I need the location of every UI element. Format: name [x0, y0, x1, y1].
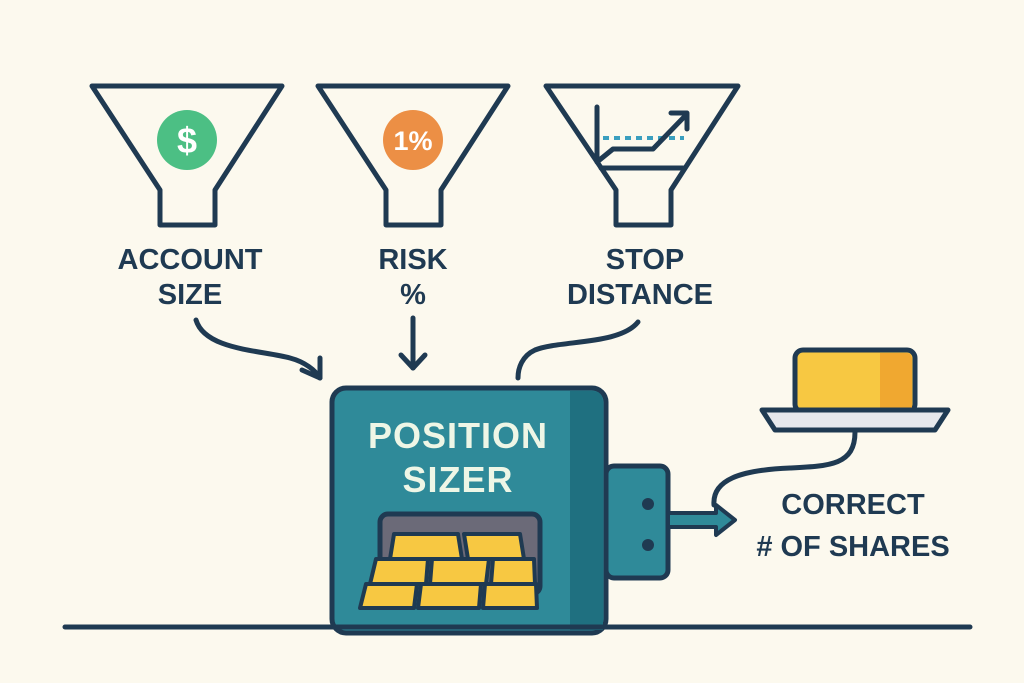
percent-icon-text: 1%	[393, 126, 432, 156]
label-stop: STOP	[606, 244, 684, 276]
output-label-line2: # OF SHARES	[756, 531, 949, 563]
machine-title-line1: POSITION	[368, 415, 548, 456]
machine-title-line2: SIZER	[402, 459, 513, 500]
output-arrow	[666, 429, 858, 537]
chart-arrow-icon	[594, 104, 690, 165]
side-connector	[603, 463, 671, 581]
dollar-icon	[157, 110, 217, 170]
label-size: SIZE	[158, 279, 222, 311]
label-account: ACCOUNT	[118, 244, 263, 276]
funnel-account-size: $	[89, 83, 285, 228]
percent-icon	[383, 110, 443, 170]
label-percent: %	[400, 279, 426, 311]
label-risk: RISK	[378, 244, 447, 276]
bolt-icon	[642, 539, 654, 551]
label-distance: DISTANCE	[567, 279, 713, 311]
funnel-risk-percent: 1%	[315, 83, 511, 228]
bolt-icon	[642, 498, 654, 510]
output-label-line1: CORRECT	[781, 489, 925, 521]
gold-bars-icon	[358, 532, 539, 610]
tray-icon	[759, 407, 951, 433]
tray-with-shares	[759, 347, 951, 433]
dollar-icon-text: $	[177, 120, 197, 161]
position-sizer-machine: POSITION SIZER	[329, 385, 671, 636]
funnel-stop-distance	[543, 83, 741, 228]
input-arrows	[193, 315, 641, 381]
